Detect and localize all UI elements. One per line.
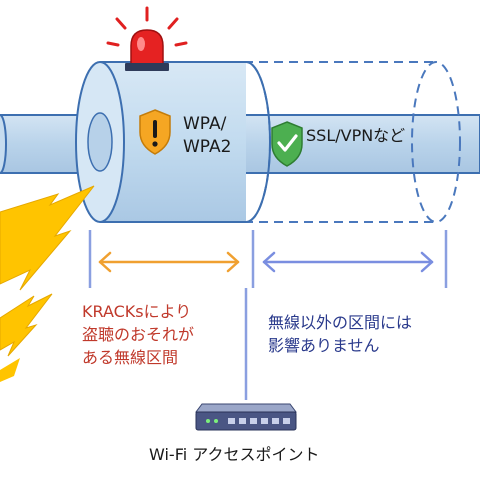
warning-shield-icon [139,109,171,155]
router-icon [195,403,297,431]
krack-range-arrow [98,251,240,273]
siren-icon [106,6,188,71]
krack-line2: 盗聴のおそれが [82,325,195,345]
krack-line3: ある無線区間 [82,348,179,368]
krack-range-text: KRACKsにより 盗聴のおそれが ある無線区間 [82,300,194,370]
access-point-label: Wi-Fi アクセスポイント [149,445,320,464]
krack-line1: KRACKsにより [82,302,192,321]
unaffected-line1: 無線以外の区間には [268,313,413,332]
unaffected-line2: 影響ありません [268,336,380,356]
wpa-label-line1: WPA/ [183,114,227,134]
check-shield-icon [271,121,303,167]
wpa-cylinder [75,61,271,223]
wpa-label: WPA/ WPA2 [183,113,231,159]
unaffected-range-arrow [262,251,434,273]
range-ticks [88,230,448,288]
wpa-label-line2: WPA2 [183,136,232,157]
lightning-icon [0,185,95,382]
unaffected-range-text: 無線以外の区間には 影響ありません [268,311,412,357]
ssl-vpn-label: SSL/VPNなど [306,126,406,145]
